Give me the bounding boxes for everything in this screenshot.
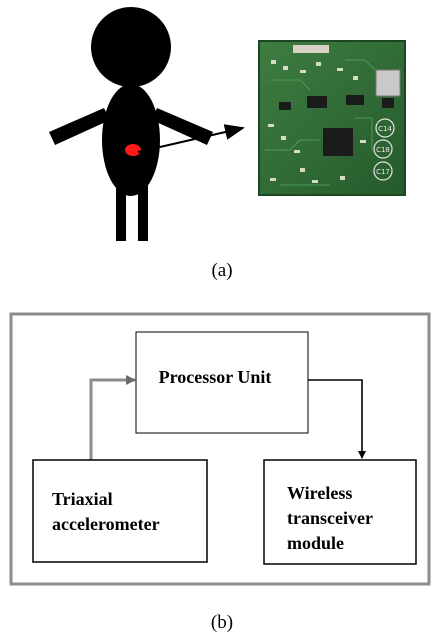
pcb-header [293, 45, 329, 53]
pcb-traces [265, 59, 376, 186]
stick-figure-icon [49, 7, 213, 241]
accelerometer-label-line-2: accelerometer [52, 514, 160, 534]
pcb-chip-small-4 [279, 102, 291, 110]
processor-unit-label: Processor Unit [159, 367, 272, 387]
accelerometer-label-line-1: Triaxial [52, 489, 113, 509]
pcb-connector [375, 69, 401, 97]
pcb-pad-c18 [373, 139, 393, 159]
wireless-transceiver-block: Wireless transceiver module [263, 459, 417, 565]
silkscreen-c18: C18 [376, 146, 390, 154]
figure-right-leg [138, 185, 148, 241]
pcb-pad-c14 [375, 118, 395, 138]
diagram-frame [9, 312, 431, 586]
wireless-label-line-1: Wireless [287, 483, 352, 503]
pcb-chip-main [323, 128, 353, 156]
pcb-chip-small-2 [346, 95, 364, 105]
connector-processor-to-wireless [308, 379, 363, 458]
processor-unit-block: Processor Unit [135, 331, 309, 434]
figure-left-arm [49, 108, 110, 145]
caption-b: (b) [211, 612, 233, 633]
figure-torso [102, 84, 160, 196]
wireless-label-line-3: module [287, 533, 344, 553]
pcb-pads [268, 60, 366, 183]
circuit-board-icon: C14 C18 C17 [258, 40, 406, 196]
pcb-edge [258, 40, 406, 196]
silkscreen-c14: C14 [378, 125, 392, 133]
triaxial-accelerometer-block: Triaxial accelerometer [32, 459, 208, 563]
pointer-arrow [137, 124, 245, 153]
connector-arrowhead-processor [126, 375, 136, 385]
connector-arrowhead-wireless [358, 451, 366, 459]
pcb-pad-c17 [373, 161, 393, 181]
figure-head [91, 7, 171, 87]
caption-a: (a) [211, 260, 232, 281]
silkscreen-c17: C17 [376, 168, 390, 176]
connector-accel-to-processor [89, 378, 135, 460]
sensor-marker [125, 144, 141, 156]
wireless-label-line-2: transceiver [287, 508, 373, 528]
pcb-chip-small-3 [382, 98, 394, 108]
pcb-chip-small-1 [307, 96, 327, 108]
figure-left-leg [116, 185, 126, 241]
figure-right-arm [152, 108, 213, 145]
